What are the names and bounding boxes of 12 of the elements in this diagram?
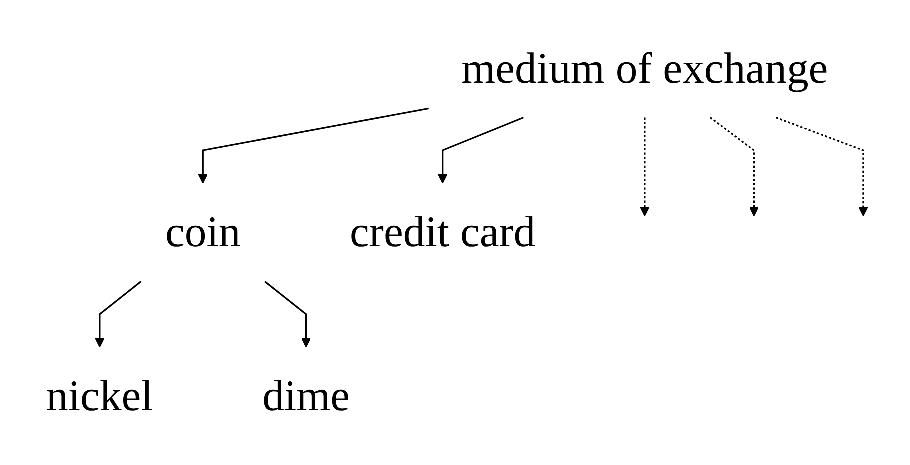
node-label: credit card	[350, 207, 536, 257]
node-label: coin	[165, 207, 241, 257]
arrow	[776, 117, 868, 217]
arrow	[710, 117, 759, 217]
arrow	[438, 117, 524, 184]
arrow	[264, 281, 312, 348]
arrow	[95, 281, 142, 348]
node-label: medium of exchange	[462, 43, 828, 93]
arrow	[198, 108, 430, 184]
node-label: dime	[262, 371, 350, 420]
arrow	[640, 118, 650, 217]
node-label: nickel	[46, 371, 154, 420]
